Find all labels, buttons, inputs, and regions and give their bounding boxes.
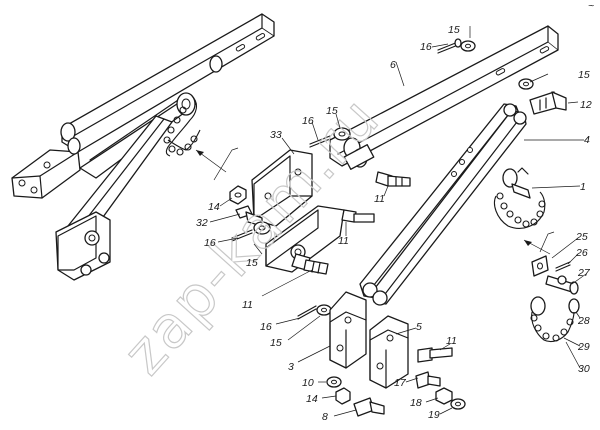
cotter-26	[555, 261, 571, 272]
label-11a: 11	[374, 193, 385, 205]
label-12: 12	[580, 99, 592, 111]
bolt-8	[353, 397, 385, 417]
label-16b: 16	[302, 115, 314, 127]
label-5: 5	[416, 321, 422, 333]
plate-part-5	[369, 315, 409, 389]
label-25: 25	[575, 231, 588, 243]
corner-mark: ~	[588, 0, 594, 12]
label-32: 32	[196, 217, 208, 229]
nut-14-lower	[335, 387, 351, 405]
pin-27	[545, 275, 579, 295]
label-16a: 16	[420, 41, 432, 53]
label-11c: 11	[242, 299, 253, 311]
label-18: 18	[410, 397, 422, 409]
label-29: 29	[577, 341, 590, 353]
bolt-11-right	[375, 171, 411, 187]
main-beam-part-6	[329, 25, 559, 170]
bolt-12	[529, 91, 567, 115]
label-15c: 15	[326, 105, 338, 117]
cotter-pin-16-left	[231, 229, 253, 242]
label-3: 3	[288, 361, 294, 373]
label-11d: 11	[446, 335, 457, 347]
cotter-pin-16-center	[309, 135, 331, 148]
label-14b: 14	[306, 393, 318, 405]
label-15a: 15	[448, 24, 460, 36]
label-26: 26	[575, 247, 588, 259]
bolt-17	[415, 371, 441, 389]
label-14a: 14	[208, 201, 220, 213]
label-15d: 15	[246, 257, 258, 269]
chain-29	[530, 296, 580, 343]
label-10: 10	[302, 377, 314, 389]
link-arms-part-4	[359, 103, 527, 306]
leader-lines	[209, 26, 587, 417]
label-16c: 16	[204, 237, 216, 249]
bolt-11-center	[341, 209, 375, 223]
pin-with-chain-part-1	[493, 167, 546, 229]
label-11b: 11	[338, 235, 349, 247]
label-8: 8	[322, 411, 328, 423]
label-16d: 16	[260, 321, 272, 333]
left-frame-assembly	[11, 13, 275, 281]
label-15e: 15	[270, 337, 282, 349]
label-30: 30	[578, 363, 590, 375]
bracket-part-33	[251, 149, 313, 227]
label-17: 17	[394, 377, 407, 389]
label-27: 27	[577, 267, 591, 279]
bolt-11-lower	[291, 253, 329, 275]
part-number-labels: 15 16 6 15 12 4 15 16 33 1 14 11 32 11 1…	[196, 24, 592, 423]
label-33: 33	[270, 129, 282, 141]
pin-25	[531, 255, 549, 277]
label-1: 1	[580, 181, 586, 193]
cotter-pin-16-lower	[297, 305, 317, 320]
label-4: 4	[584, 134, 590, 146]
nut-18	[435, 387, 453, 405]
label-28: 28	[577, 315, 590, 327]
label-15b: 15	[578, 69, 590, 81]
plate-part-3	[329, 291, 367, 369]
label-6: 6	[390, 59, 396, 71]
center-bracket	[265, 205, 345, 273]
label-19: 19	[428, 409, 440, 421]
bolt-11-lower-right	[417, 347, 453, 363]
